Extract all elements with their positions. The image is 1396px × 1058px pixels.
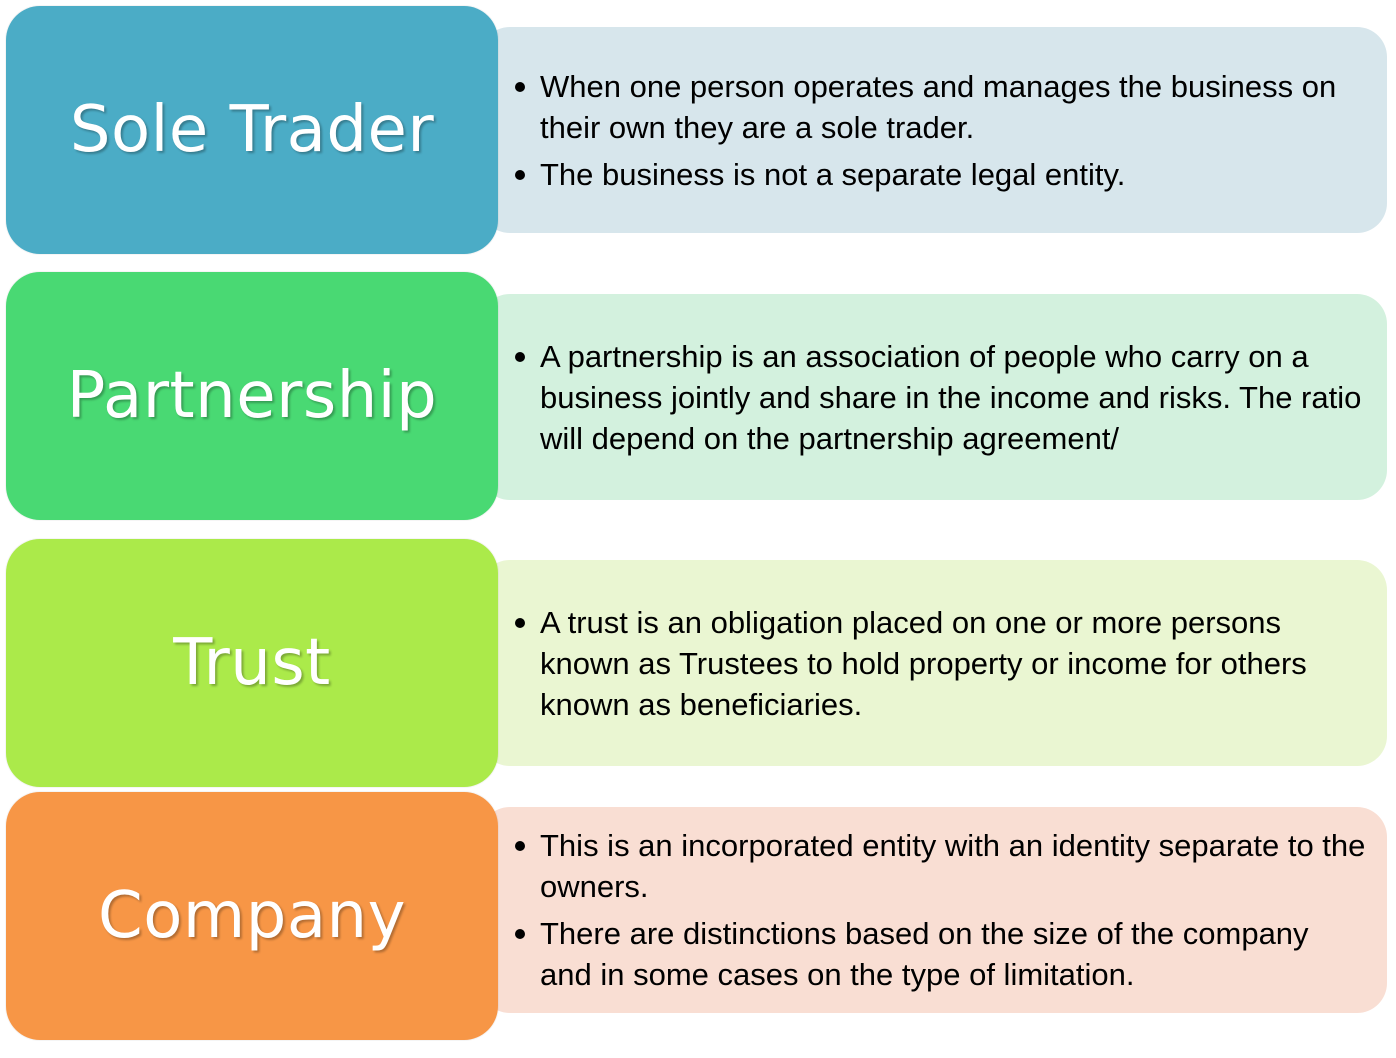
bullet-dot-icon	[515, 617, 525, 628]
bullet-dot-icon	[515, 841, 525, 851]
bullet-item: This is an incorporated entity with an i…	[515, 825, 1367, 907]
trust-label: Trust	[173, 626, 331, 700]
sole-trader-description-box: When one person operates and manages the…	[480, 27, 1387, 233]
partnership-description-box: A partnership is an association of peopl…	[480, 294, 1387, 500]
trust-bullet-list: A trust is an obligation placed on one o…	[515, 602, 1367, 725]
partnership-label: Partnership	[66, 359, 438, 433]
bullet-text: When one person operates and manages the…	[540, 68, 1337, 145]
bullet-text: The business is not a separate legal ent…	[540, 156, 1126, 192]
sole-trader-label: Sole Trader	[69, 93, 435, 167]
sole-trader-bullet-list: When one person operates and manages the…	[515, 66, 1367, 195]
bullet-dot-icon	[515, 169, 525, 180]
company-label-box: Company	[6, 792, 498, 1040]
partnership-bullet-list: A partnership is an association of peopl…	[515, 336, 1367, 459]
company-bullet-list: This is an incorporated entity with an i…	[515, 825, 1367, 995]
bullet-dot-icon	[515, 929, 525, 939]
company-description-box: This is an incorporated entity with an i…	[480, 807, 1387, 1013]
trust-description-box: A trust is an obligation placed on one o…	[480, 560, 1387, 766]
bullet-item: There are distinctions based on the size…	[515, 913, 1367, 995]
bullet-item: The business is not a separate legal ent…	[515, 154, 1367, 195]
bullet-text: A trust is an obligation placed on one o…	[540, 604, 1307, 722]
partnership-label-box: Partnership	[6, 272, 498, 520]
company-label: Company	[98, 879, 406, 953]
trust-label-box: Trust	[6, 539, 498, 787]
bullet-item: A partnership is an association of peopl…	[515, 336, 1367, 459]
bullet-dot-icon	[515, 351, 525, 362]
bullet-dot-icon	[515, 81, 525, 92]
bullet-text: There are distinctions based on the size…	[540, 916, 1309, 992]
bullet-text: This is an incorporated entity with an i…	[540, 828, 1366, 904]
bullet-item: When one person operates and manages the…	[515, 66, 1367, 148]
bullet-item: A trust is an obligation placed on one o…	[515, 602, 1367, 725]
bullet-text: A partnership is an association of peopl…	[540, 338, 1362, 456]
sole-trader-label-box: Sole Trader	[6, 6, 498, 254]
